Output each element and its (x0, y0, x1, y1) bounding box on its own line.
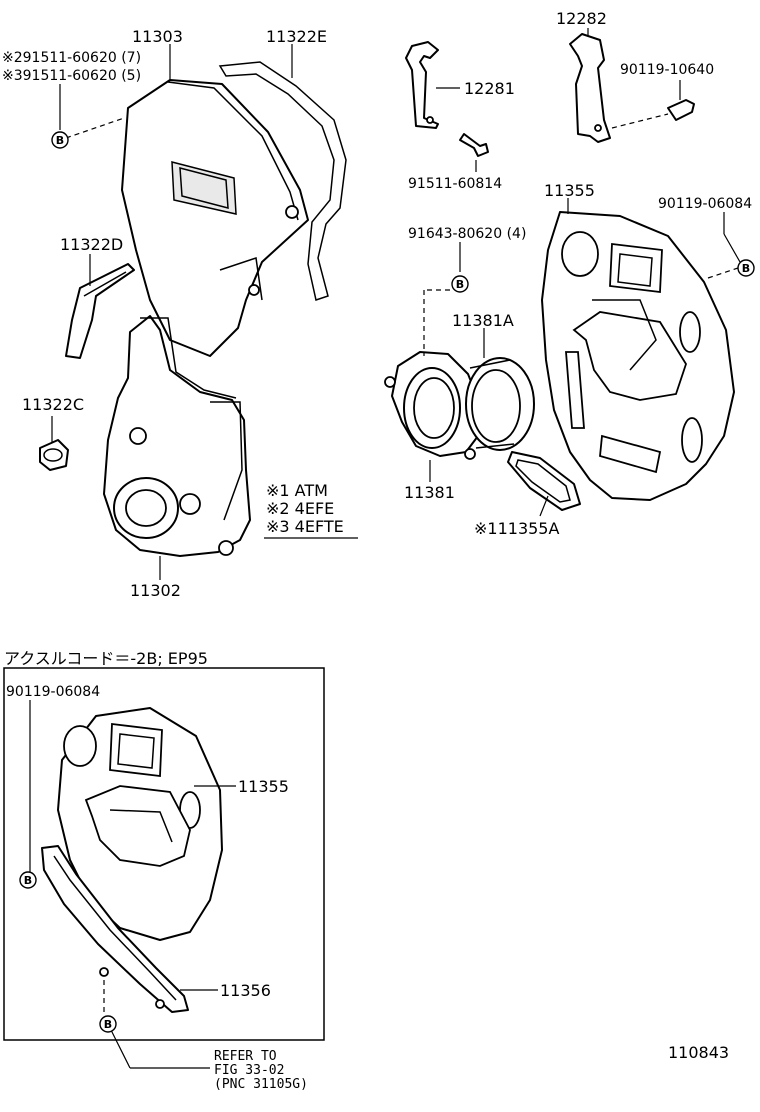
label-90119-10640: 90119-10640 (620, 62, 714, 78)
legend-4efte: ※3 4EFTE (266, 517, 344, 536)
b-marker-cover: B (51, 131, 69, 149)
refer-line-3: (PNC 31105G) (214, 1077, 308, 1092)
b-marker-inset-top: B (19, 871, 37, 889)
leader-lines-brackets (436, 28, 681, 172)
inset-label-11355: 11355 (238, 777, 289, 796)
b-marker-retainer: B (451, 275, 469, 293)
timing-cover-upper-11303 (121, 79, 309, 357)
leader-lines-left (51, 44, 293, 580)
svg-text:B: B (56, 134, 64, 147)
legend-4efe: ※2 4EFE (266, 499, 334, 518)
engine-hanger-12282 (569, 33, 611, 143)
gasket-11322D (65, 263, 135, 359)
label-12281: 12281 (464, 79, 515, 98)
inset-title: アクスルコード＝-2B; EP95 (4, 649, 208, 668)
bolt-90119-10640 (667, 99, 695, 121)
label-11355A: ※111355A (474, 519, 559, 538)
engine-hanger-12281 (405, 41, 439, 129)
label-91643-80620: 91643-80620 (4) (408, 226, 526, 242)
b-marker-plate: B (737, 259, 755, 277)
label-91511-60814: 91511-60814 (408, 176, 502, 192)
svg-text:B: B (742, 262, 750, 275)
b-marker-inset-bottom: B (99, 1015, 117, 1033)
svg-text:B: B (456, 278, 464, 291)
figure-number: 110843 (668, 1043, 729, 1062)
inset-label-90119-06084: 90119-06084 (6, 684, 100, 700)
refer-line-2: FIG 33-02 (214, 1063, 284, 1078)
bolt-91511-60814 (459, 133, 489, 157)
label-11303: 11303 (132, 27, 183, 46)
gasket-11322E (218, 61, 347, 301)
label-11322E: 11322E (266, 27, 327, 46)
oil-seal-11381A (465, 357, 535, 451)
label-90119-06084: 90119-06084 (658, 196, 752, 212)
label-11381A: 11381A (452, 311, 514, 330)
note-391511-60620: ※391511-60620 (5) (2, 68, 141, 84)
oil-seal-retainer-11381 (384, 351, 481, 460)
inset-label-11356: 11356 (220, 981, 271, 1000)
svg-text:B: B (104, 1018, 112, 1031)
refer-line-1: REFER TO (214, 1049, 277, 1064)
gasket-11355A (507, 451, 581, 511)
end-plate-11355 (541, 211, 735, 501)
oil-seal-cap-11322C (39, 439, 69, 471)
timing-cover-lower-11302 (103, 315, 251, 557)
label-11322D: 11322D (60, 235, 123, 254)
label-11355: 11355 (544, 181, 595, 200)
legend-atm: ※1 ATM (266, 481, 328, 500)
leader-lines-right (423, 198, 741, 517)
inset-ep95: アクスルコード＝-2B; EP95 B B 90119-06084 11 (3, 649, 325, 1069)
label-11322C: 11322C (22, 395, 84, 414)
svg-text:B: B (24, 874, 32, 887)
note-291511-60620: ※291511-60620 (7) (2, 50, 141, 66)
label-12282: 12282 (556, 9, 607, 28)
variant-legend: ※1 ATM ※2 4EFE ※3 4EFTE (264, 481, 358, 539)
label-11381: 11381 (404, 483, 455, 502)
label-11302: 11302 (130, 581, 181, 600)
